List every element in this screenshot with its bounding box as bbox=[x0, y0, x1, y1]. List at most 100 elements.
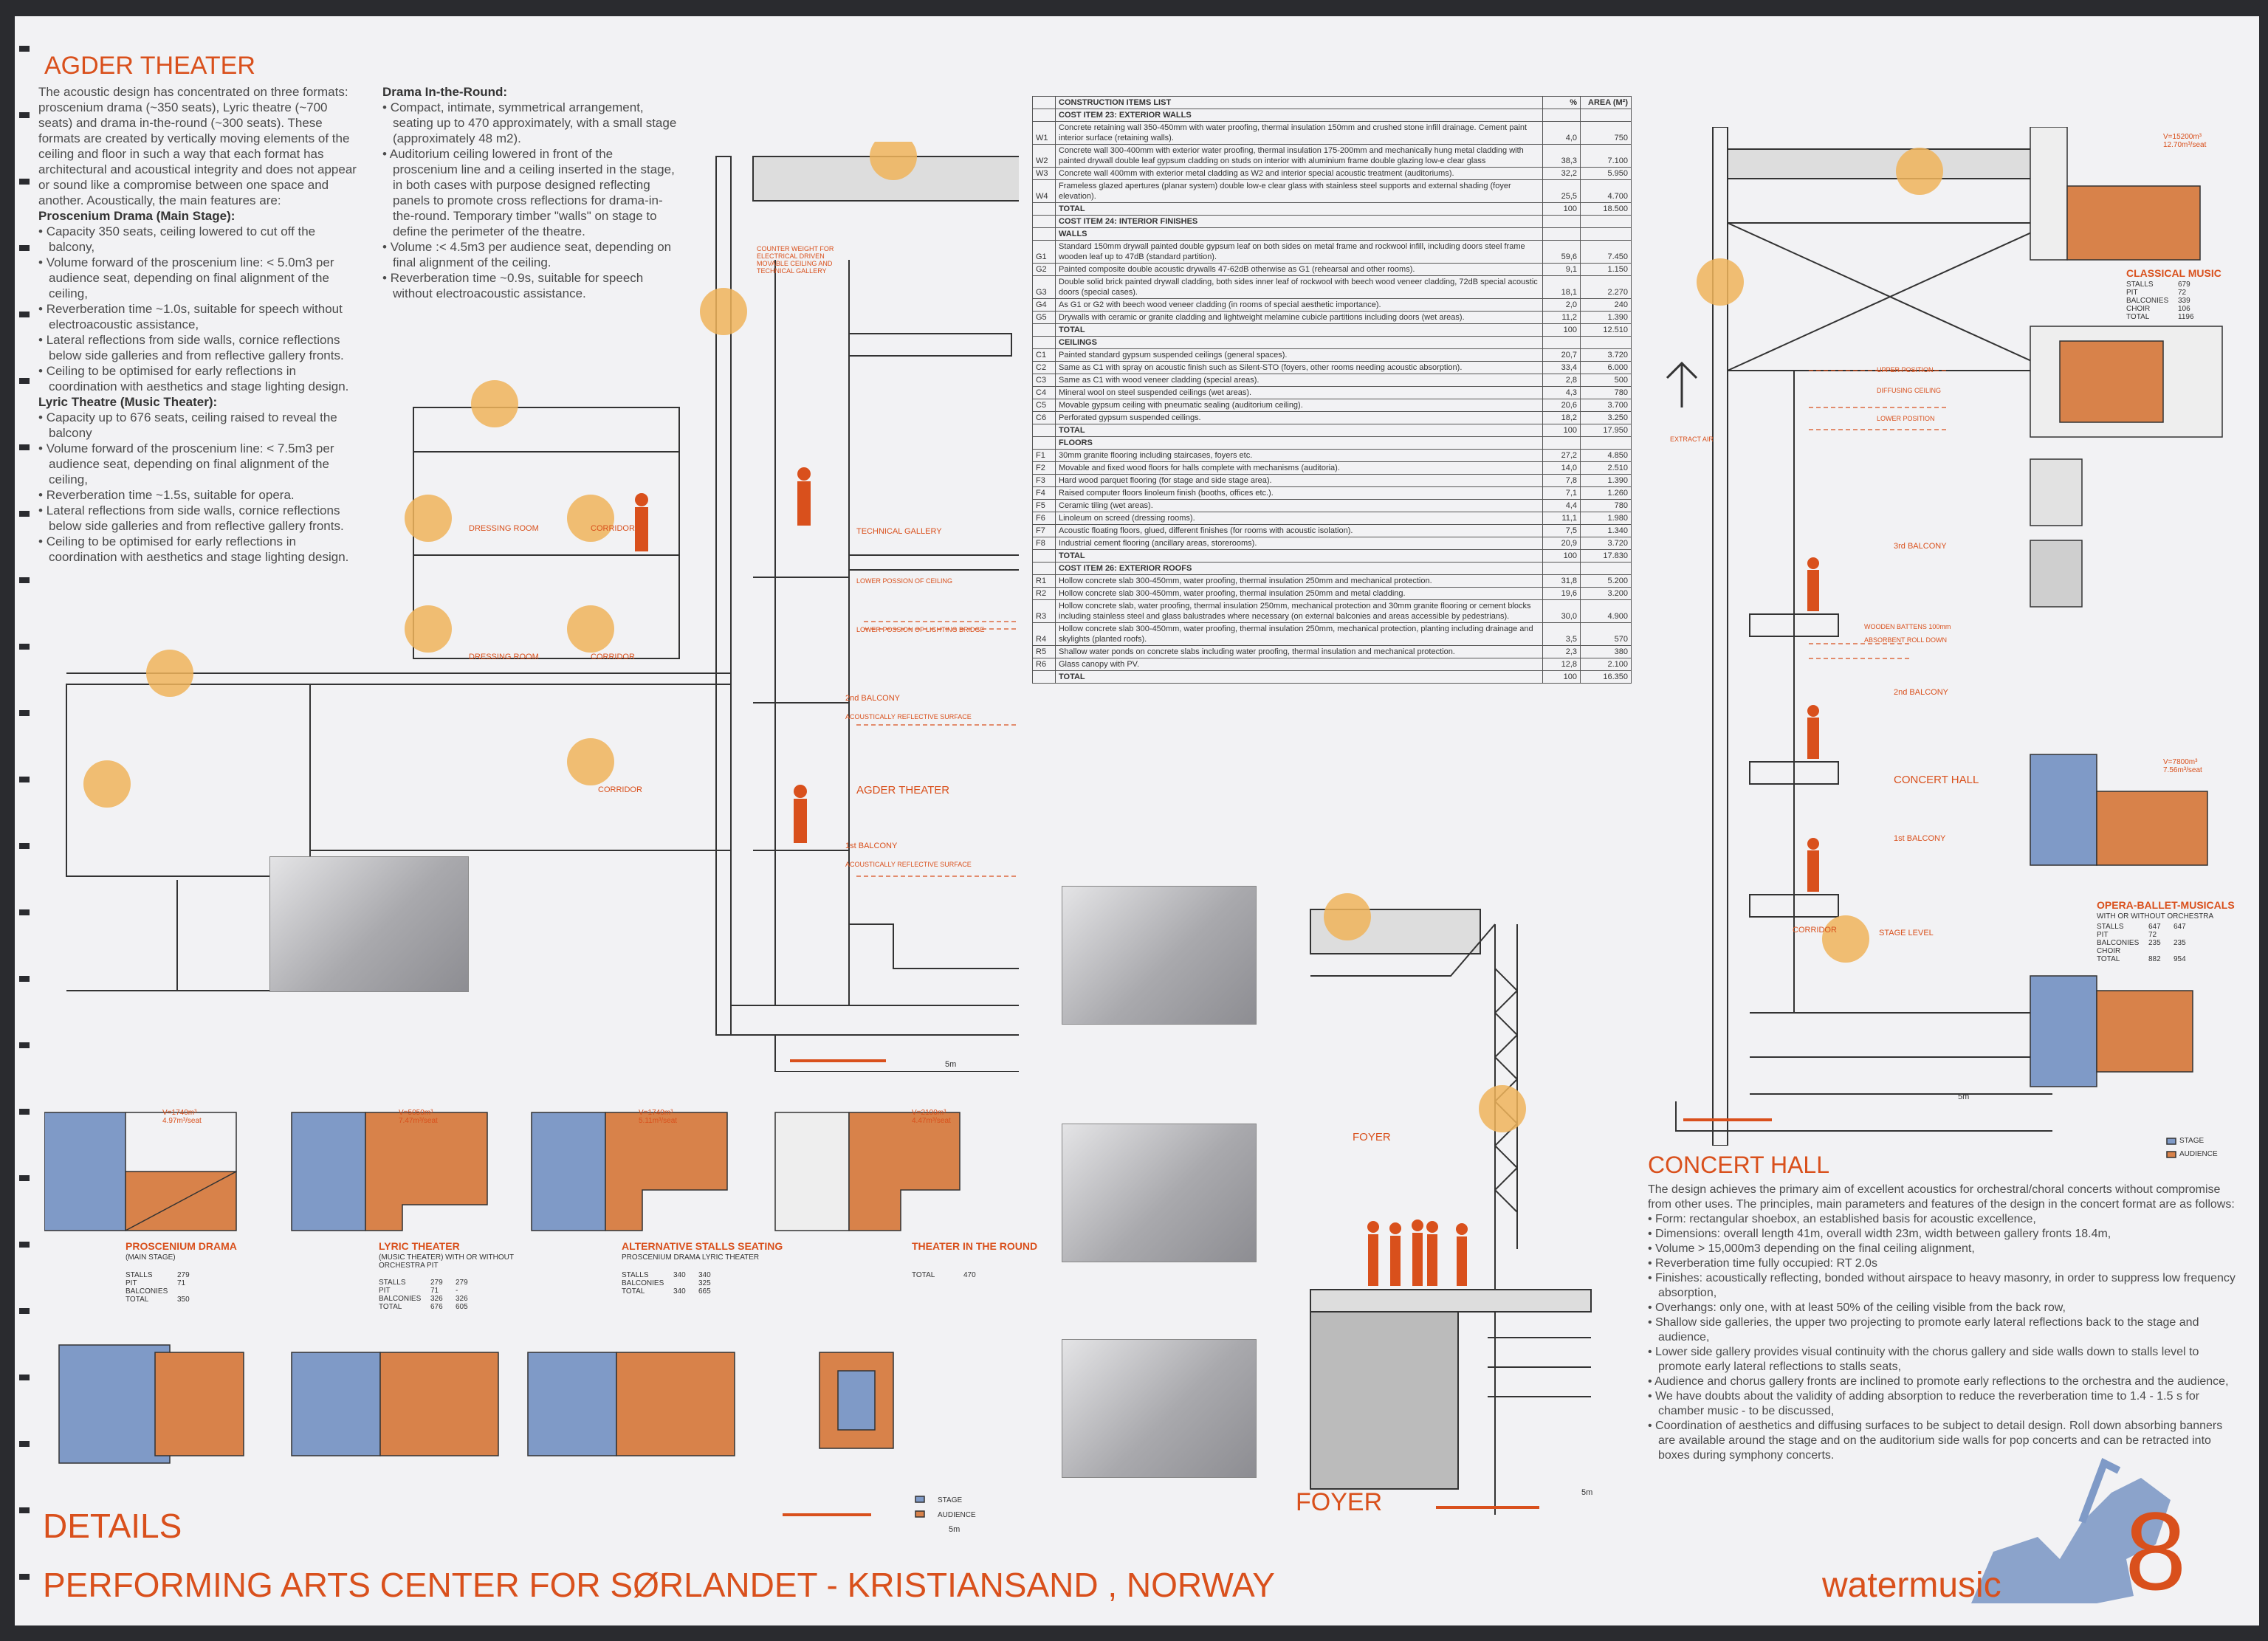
table-cell-area: 2.100 bbox=[1580, 658, 1632, 671]
table-cell-code: G2 bbox=[1032, 263, 1056, 276]
label-diffusing: DIFFUSING CEILING bbox=[1877, 387, 1942, 394]
table-cell-desc: Acoustic floating floors, glued, differe… bbox=[1055, 524, 1543, 537]
stats-value: 235 bbox=[2174, 939, 2186, 947]
concert-format-diagrams bbox=[2030, 127, 2223, 1158]
table-cell-area: 1.340 bbox=[1580, 524, 1632, 537]
concert-b4: Finishes: acoustically reflecting, bonde… bbox=[1648, 1271, 2238, 1301]
table-cell-area: 17.950 bbox=[1580, 424, 1632, 437]
label-upper-position: UPPER POSITION bbox=[1877, 366, 1934, 374]
table-cell-pct: 7,5 bbox=[1542, 524, 1581, 537]
table-cell-code bbox=[1032, 424, 1056, 437]
stats-label: BALCONIES bbox=[126, 1287, 168, 1296]
stats-value: 339 bbox=[2178, 297, 2190, 305]
stats-value: 279 bbox=[177, 1271, 190, 1279]
concert-b0: Form: rectangular shoebox, an establishe… bbox=[1648, 1212, 2238, 1227]
table-cell-pct: 59,6 bbox=[1542, 240, 1581, 264]
agder-intro: The acoustic design has concentrated on … bbox=[38, 85, 357, 207]
table-cell-code bbox=[1032, 436, 1056, 450]
format-1-name: LYRIC THEATER bbox=[379, 1240, 460, 1252]
table-cell-desc: As G1 or G2 with beech wood veneer cladd… bbox=[1055, 298, 1543, 312]
table-cell-area: 1.260 bbox=[1580, 486, 1632, 500]
label-corridor-1: CORRIDOR bbox=[591, 524, 635, 533]
round-b2: Volume :< 4.5m3 per audience seat, depen… bbox=[382, 239, 678, 270]
table-cell-desc: Glass canopy with PV. bbox=[1055, 658, 1543, 671]
table-cell-area: 16.350 bbox=[1580, 670, 1632, 684]
format-3-vol: V=2100m³ 4.47m³/seat bbox=[912, 1109, 951, 1125]
label-lower-ceiling: LOWER POSSION OF CEILING bbox=[856, 577, 953, 585]
prosc-b2: Reverberation time ~1.0s, suitable for s… bbox=[38, 301, 363, 332]
table-cell-desc: COST ITEM 24: INTERIOR FINISHES bbox=[1055, 215, 1543, 228]
label-counterweight: COUNTER WEIGHT FOR ELECTRICAL DRIVEN MOV… bbox=[757, 245, 834, 275]
table-cell-code bbox=[1032, 670, 1056, 684]
label-lower-position: LOWER POSITION bbox=[1877, 415, 1935, 422]
table-cell-desc: Hollow concrete slab, water proofing, th… bbox=[1055, 599, 1543, 623]
label-scale-concert: 5m bbox=[1958, 1093, 1970, 1101]
label-scale-formats: 5m bbox=[949, 1525, 961, 1534]
format-0-name: PROSCENIUM DRAMA bbox=[126, 1240, 237, 1252]
stats-label: CHOIR bbox=[2126, 305, 2151, 313]
table-cell-desc: Same as C1 with spray on acoustic finish… bbox=[1055, 361, 1543, 374]
table-header-area: AREA (M²) bbox=[1580, 96, 1632, 109]
label-1st-balcony-ch: 1st BALCONY bbox=[1894, 834, 1946, 843]
stats-row: STALLS 679 bbox=[2126, 281, 2203, 289]
label-3rd-balcony: 3rd BALCONY bbox=[1894, 542, 1947, 551]
table-cell-pct: 12,8 bbox=[1542, 658, 1581, 671]
table-cell-pct: 19,6 bbox=[1542, 587, 1581, 600]
stats-value: 679 bbox=[2178, 281, 2190, 289]
construction-items-table: CONSTRUCTION ITEMS LIST % AREA (M²) COST… bbox=[1032, 96, 1632, 684]
label-1st-balcony: 1st BALCONY bbox=[845, 842, 898, 850]
table-cell-area: 780 bbox=[1580, 499, 1632, 512]
table-cell-area: 500 bbox=[1580, 374, 1632, 387]
stats-label: PIT bbox=[2126, 289, 2138, 297]
stats-label: STALLS bbox=[2126, 281, 2154, 289]
table-row: FLOORS bbox=[1032, 436, 1632, 450]
stats-label: TOTAL bbox=[2126, 313, 2150, 321]
table-cell-desc: Industrial cement flooring (ancillary ar… bbox=[1055, 537, 1543, 550]
table-cell-pct: 11,1 bbox=[1542, 512, 1581, 525]
table-cell-code: R2 bbox=[1032, 587, 1056, 600]
table-cell-desc: Drywalls with ceramic or granite claddin… bbox=[1055, 311, 1543, 324]
stats-value: 340 bbox=[673, 1271, 686, 1279]
table-cell-area: 18.500 bbox=[1580, 202, 1632, 216]
lyric-b3: Lateral reflections from side walls, cor… bbox=[38, 503, 363, 534]
table-cell-area bbox=[1580, 562, 1632, 575]
table-cell-desc: Concrete wall 300-400mm with exterior wa… bbox=[1055, 144, 1543, 168]
table-cell-pct: 11,2 bbox=[1542, 311, 1581, 324]
stats-label: BALCONIES bbox=[622, 1279, 664, 1287]
table-cell-area: 1.980 bbox=[1580, 512, 1632, 525]
concert-b9: We have doubts about the validity of add… bbox=[1648, 1389, 2238, 1419]
stats-value: 340 bbox=[698, 1271, 711, 1279]
table-cell-area: 7.100 bbox=[1580, 144, 1632, 168]
stats-value: - bbox=[456, 1287, 458, 1295]
table-cell-pct: 3,5 bbox=[1542, 622, 1581, 646]
table-cell-desc: Same as C1 with wood veneer cladding (sp… bbox=[1055, 374, 1543, 387]
table-cell-desc: Concrete retaining wall 350-450mm with w… bbox=[1055, 121, 1543, 145]
table-cell-area: 7.450 bbox=[1580, 240, 1632, 264]
stats-row: CHOIR bbox=[2097, 947, 2199, 955]
table-cell-pct: 31,8 bbox=[1542, 574, 1581, 588]
concert-text: The design achieves the primary aim of e… bbox=[1648, 1183, 2238, 1463]
stats-value: 71 bbox=[177, 1279, 186, 1287]
label-extract-air: EXTRACT AIR bbox=[1670, 436, 1714, 443]
table-cell-area: 780 bbox=[1580, 386, 1632, 399]
table-cell-area: 6.000 bbox=[1580, 361, 1632, 374]
table-cell-desc: Perforated gypsum suspended ceilings. bbox=[1055, 411, 1543, 424]
table-cell-desc: Hollow concrete slab 300-450mm, water pr… bbox=[1055, 574, 1543, 588]
stats-label: TOTAL bbox=[126, 1296, 149, 1304]
watermusic-map-logo bbox=[1971, 1458, 2171, 1603]
table-cell-area: 1.150 bbox=[1580, 263, 1632, 276]
table-cell-pct bbox=[1542, 562, 1581, 575]
legend-stage-concert: STAGE bbox=[2179, 1137, 2205, 1145]
